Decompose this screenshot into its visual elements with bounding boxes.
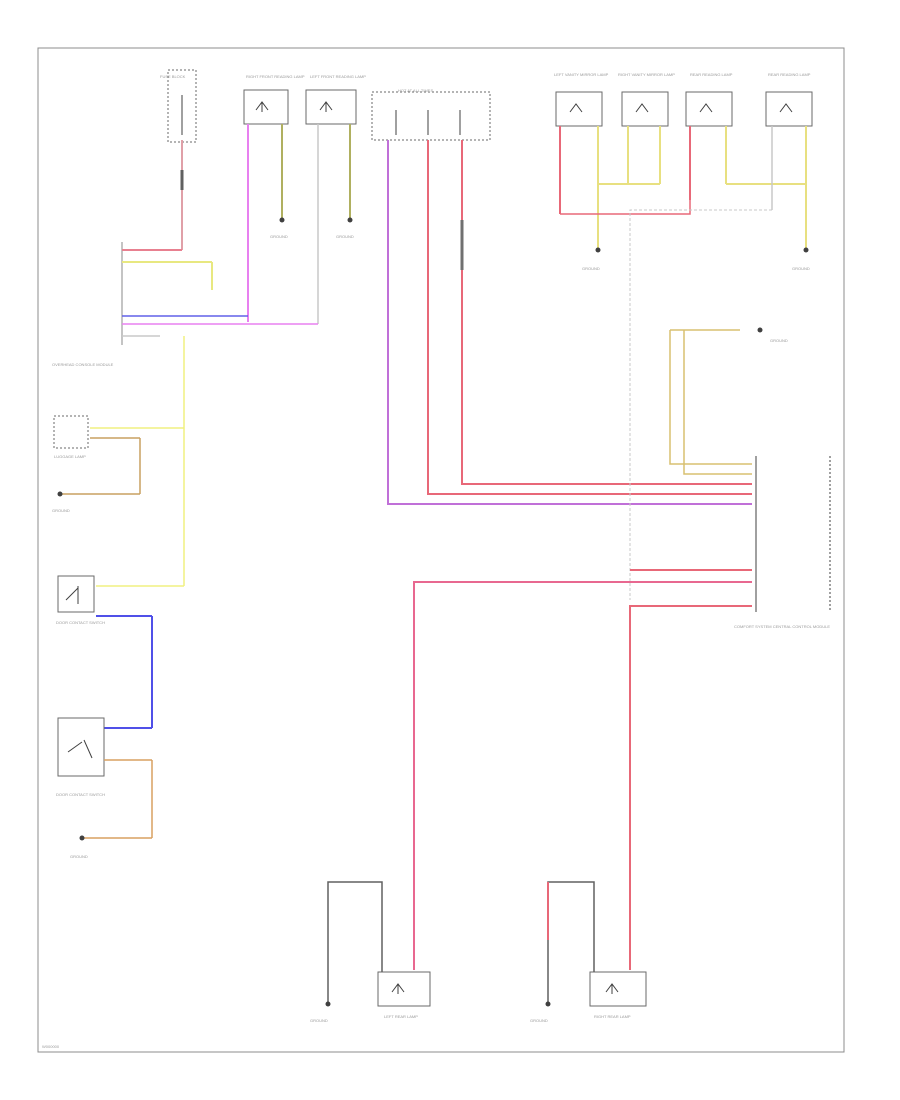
left-vanity-mirror-lamp[interactable]: LEFT VANITY MIRROR LAMP (554, 72, 609, 127)
ground-1-label: GROUND (270, 234, 288, 239)
main-fuse-box[interactable]: HOT AT ALL TIMES (371, 88, 491, 141)
ground-dot-7 (757, 327, 763, 333)
ground-dot-3 (57, 491, 63, 497)
luggage-lamp[interactable]: LUGGAGE LAMP (53, 415, 89, 459)
rear-right-lamp-label: REAR READING LAMP (768, 72, 811, 77)
door-contact-1-label: DOOR CONTACT SWITCH (56, 620, 105, 625)
wire-module-lower-pink (413, 581, 752, 970)
wire-fuse-red-2 (461, 140, 752, 485)
right-front-reading-lamp[interactable]: RIGHT FRONT READING LAMP (243, 74, 305, 125)
ground-8-label: GROUND (310, 1018, 328, 1023)
ground-dot-5 (595, 247, 601, 253)
rear-reading-lamp-left[interactable]: REAR READING LAMP (685, 72, 733, 127)
left-front-lamp-label: LEFT FRONT READING LAMP (310, 74, 366, 79)
diagram-code: W000000 (42, 1044, 60, 1049)
ground-dot-1 (279, 217, 285, 223)
ground-4-label: GROUND (70, 854, 88, 859)
rear-left-lamp-label: REAR READING LAMP (690, 72, 733, 77)
door-contact-switch-2[interactable]: DOOR CONTACT SWITCH (56, 717, 105, 797)
right-vanity-mirror-lamp[interactable]: RIGHT VANITY MIRROR LAMP (618, 72, 675, 127)
ground-7-label: GROUND (770, 338, 788, 343)
wire-fuse-red-1 (427, 140, 752, 495)
comfort-module-label: COMFORT SYSTEM CENTRAL CONTROL MODULE (734, 624, 830, 629)
overhead-module-label: OVERHEAD CONSOLE MODULE (52, 362, 114, 367)
left-rear-lamp[interactable]: LEFT REAR LAMP (377, 971, 431, 1019)
ground-3-label: GROUND (52, 508, 70, 513)
wire-module-upper-1 (669, 330, 752, 465)
ground-5-label: GROUND (582, 266, 600, 271)
main-fuse-box-label: HOT AT ALL TIMES (398, 88, 433, 93)
wire-lr-black (327, 881, 383, 1004)
luggage-lamp-label: LUGGAGE LAMP (54, 454, 86, 459)
ground-dot-6 (803, 247, 809, 253)
wire-rr-black (547, 881, 595, 1004)
rear-reading-lamp-right[interactable]: REAR READING LAMP (765, 72, 813, 127)
right-rear-lamp-label: RIGHT REAR LAMP (594, 1014, 631, 1019)
ground-dot-8 (325, 1001, 331, 1007)
ground-2-label: GROUND (336, 234, 354, 239)
fuse-block[interactable]: FUSE BLOCK (160, 69, 197, 143)
ground-dot-9 (545, 1001, 551, 1007)
right-vanity-label: RIGHT VANITY MIRROR LAMP (618, 72, 675, 77)
right-front-lamp-label: RIGHT FRONT READING LAMP (246, 74, 305, 79)
fuse-block-label: FUSE BLOCK (160, 74, 186, 79)
ground-dot-4 (79, 835, 85, 841)
door-contact-switch-1[interactable]: DOOR CONTACT SWITCH (56, 575, 105, 625)
wire-red-cross (560, 200, 691, 215)
ground-6-label: GROUND (792, 266, 810, 271)
wire-gray-cross (629, 209, 772, 600)
right-rear-lamp[interactable]: RIGHT REAR LAMP (589, 971, 647, 1019)
left-front-reading-lamp[interactable]: LEFT FRONT READING LAMP (305, 74, 366, 125)
comfort-system-module[interactable]: COMFORT SYSTEM CENTRAL CONTROL MODULE (734, 456, 831, 629)
ground-dot-2 (347, 217, 353, 223)
wire-module-lower-red-2 (629, 605, 752, 970)
left-rear-lamp-label: LEFT REAR LAMP (384, 1014, 418, 1019)
door-contact-2-label: DOOR CONTACT SWITCH (56, 792, 105, 797)
diagram-frame (37, 47, 845, 1053)
wire-fuse-violet (387, 140, 752, 505)
left-vanity-label: LEFT VANITY MIRROR LAMP (554, 72, 609, 77)
wire-module-upper-2 (683, 330, 752, 475)
ground-9-label: GROUND (530, 1018, 548, 1023)
